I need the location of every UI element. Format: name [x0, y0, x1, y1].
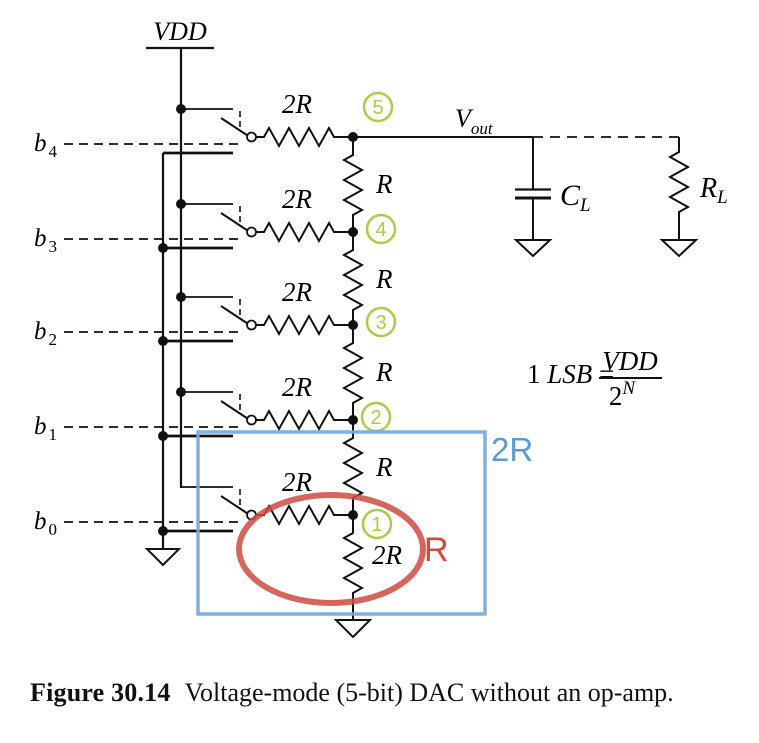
- red-r-ellipse: [236, 492, 426, 606]
- node-number: 3: [375, 312, 386, 334]
- formula-numerator: VDD: [602, 346, 658, 376]
- ground-junction-dot: [158, 243, 168, 253]
- switch-blade: [220, 305, 249, 325]
- node-number-circle: [365, 213, 397, 245]
- load-resistor: RL: [659, 137, 728, 258]
- ground-rail: [144, 153, 182, 567]
- resistor-2r: [256, 220, 353, 244]
- annotation-layer: 2R R: [196, 430, 533, 616]
- formula-denominator: 2N: [609, 378, 637, 411]
- resistor-2r-label: 2R: [282, 277, 313, 307]
- ground-junction-dot: [158, 431, 168, 441]
- node-number-circle: [361, 508, 393, 540]
- switch-pole-circle: [246, 414, 257, 426]
- ground-symbol-ladder: [333, 619, 373, 639]
- cap-label: CL: [560, 179, 591, 216]
- junction-dot: [176, 292, 186, 302]
- resistor-2r-label: 2R: [282, 372, 313, 402]
- vout-label: Vout: [455, 104, 494, 138]
- load-capacitor: CL: [513, 137, 591, 258]
- ground-junction-dot: [158, 526, 168, 536]
- vdd-supply: VDD: [146, 17, 214, 488]
- switch-blade: [220, 495, 249, 515]
- red-r-ellipse-label: R: [424, 531, 449, 569]
- resistor-r-3-2: [341, 325, 365, 420]
- figure-caption-text: Voltage-mode (5-bit) DAC without an op-a…: [184, 678, 674, 707]
- switch-pole-circle: [246, 131, 257, 143]
- resistor-2r: [256, 408, 353, 432]
- lsb-formula: 1 LSB = VDD 2N: [527, 346, 662, 411]
- node-number: 4: [375, 219, 386, 241]
- switch-blade: [220, 400, 249, 420]
- vdd-label: VDD: [153, 17, 207, 46]
- ground-symbol-cap: [513, 239, 553, 258]
- resistor-2r-terminator: [341, 515, 365, 620]
- resistor-r-label: R: [375, 452, 393, 482]
- output-network: Vout CL RL: [353, 104, 728, 258]
- ground-symbol-load: [659, 239, 699, 258]
- figure-caption-label: Figure 30.14: [30, 678, 171, 707]
- blue-2r-box-label: 2R: [491, 431, 533, 468]
- node-number: 1: [371, 514, 382, 536]
- resistor-2r-label: 2R: [282, 467, 313, 497]
- resistor-r-label: R: [375, 264, 393, 294]
- resistor-r-label: R: [375, 169, 393, 199]
- resistor-2r: [256, 313, 353, 337]
- node-number: 2: [370, 407, 381, 429]
- node-number: 5: [372, 97, 383, 119]
- junction-dot: [176, 104, 186, 114]
- switch-pole-circle: [246, 226, 257, 238]
- formula-lhs: 1 LSB =: [527, 359, 614, 389]
- resistor-r-4-3: [341, 232, 365, 325]
- resistor-r-5-4: [341, 137, 365, 232]
- ground-symbol-left: [144, 548, 182, 567]
- resistor-2r: [256, 125, 353, 149]
- switch-blade: [220, 117, 249, 137]
- figure-caption: Figure 30.14 Voltage-mode (5-bit) DAC wit…: [30, 678, 740, 708]
- load-resistor-body: [667, 137, 691, 240]
- resistor-2r-label: 2R: [282, 184, 313, 214]
- resistor-2r-terminator-label: 2R: [372, 540, 403, 570]
- resistor-r-2-1: [341, 420, 365, 515]
- node-number-circle: [365, 306, 397, 338]
- resistor-r-label: R: [375, 357, 393, 387]
- blue-2r-box: [196, 430, 487, 616]
- resistor-2r-label: 2R: [282, 89, 313, 119]
- switch-blade: [220, 212, 249, 232]
- ladder-rail: R R R R 2R: [333, 137, 403, 639]
- junction-dot: [176, 387, 186, 397]
- junction-dot: [176, 199, 186, 209]
- ground-junction-dot: [158, 336, 168, 346]
- node-number-circle: [362, 91, 394, 123]
- switch-pole-circle: [246, 319, 257, 331]
- load-label: RL: [699, 173, 728, 208]
